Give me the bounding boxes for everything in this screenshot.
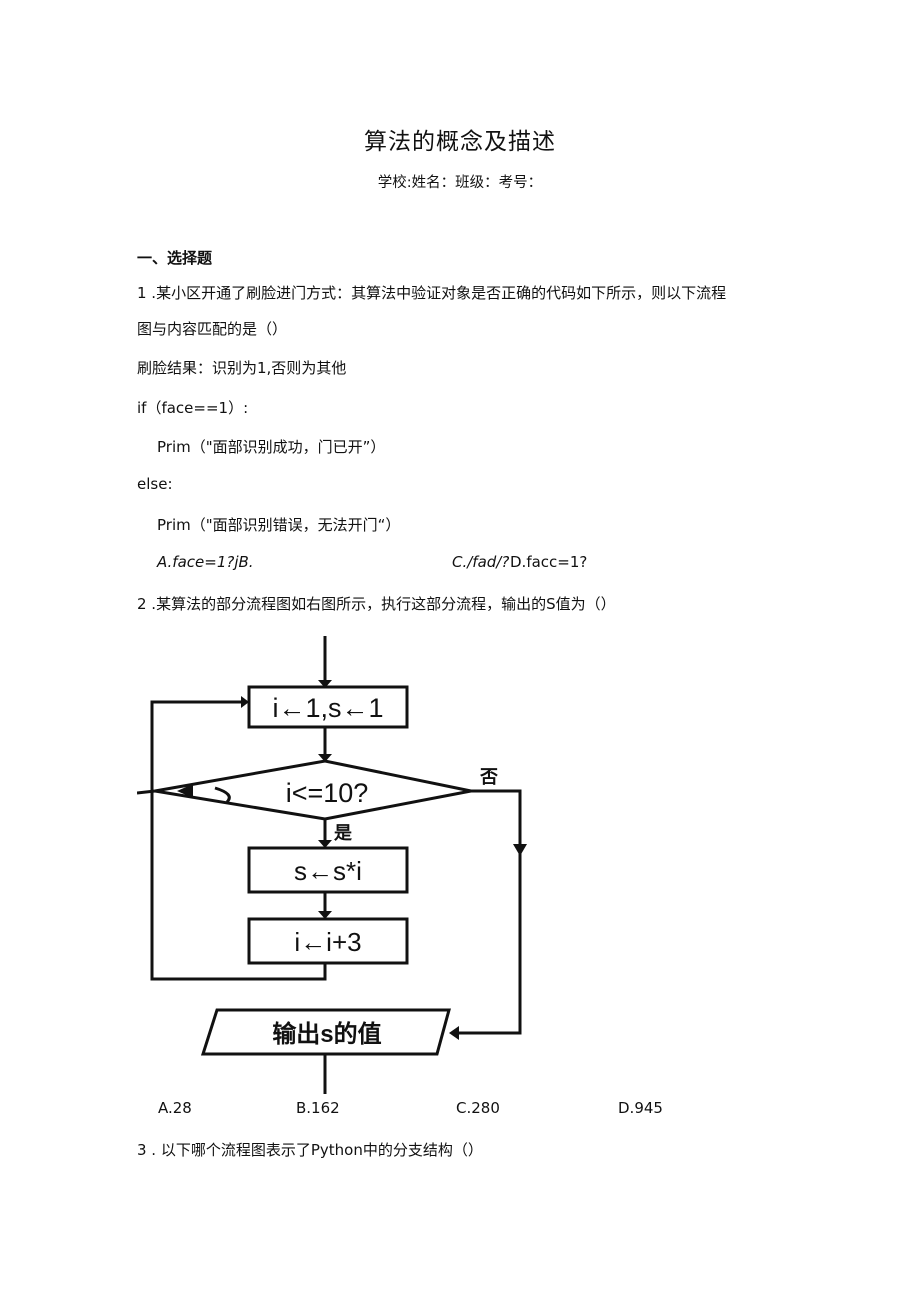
yes-label: 是 (333, 823, 352, 843)
q1-stem-line1: 1 .某小区开通了刷脸进门方式：其算法中验证对象是否正确的代码如下所示，则以下流… (137, 284, 727, 302)
q1-stem-line2: 图与内容匹配的是（） (137, 320, 288, 338)
init-text: i←1,s←1 (272, 693, 383, 723)
yes-arrowhead (318, 840, 332, 848)
student-info-line: 学校:姓名：班级：考号： (377, 175, 543, 191)
condition-text: i<=10? (286, 778, 369, 808)
q2-option-a: A.28 (158, 1099, 192, 1117)
step2-text: i←i+3 (294, 927, 361, 957)
q2-stem: 2 .某算法的部分流程图如右图所示，执行这部分流程，输出的S值为（） (137, 595, 616, 613)
loop-back-line (150, 700, 327, 981)
no-path-line (452, 789, 522, 1035)
loop-back-arrowhead (241, 696, 249, 708)
q1-code-print-error: Prim（"面部识别错误，无法开门“） (157, 516, 401, 534)
page-title: 算法的概念及描述 (364, 129, 556, 155)
step1-box (247, 846, 409, 894)
step-arrowhead (318, 911, 332, 919)
no-path-down-arrowhead (513, 844, 527, 856)
section-title: 一、选择题 (137, 249, 213, 267)
q2-option-d: D.945 (618, 1099, 663, 1117)
q1-code-else: else: (137, 475, 173, 493)
q2-flowchart: i←1,s←1 i<=10? 是 否 s←s*i i←i+3 输出s的值 (137, 636, 527, 1094)
q1-code-if: if（face==1）: (137, 399, 249, 417)
q2-option-b: B.162 (296, 1099, 340, 1117)
q1-code-print-success: Prim（"面部识别成功，门已开”） (157, 438, 386, 456)
entry-arrowhead (318, 680, 332, 688)
q2-option-c: C.280 (456, 1099, 500, 1117)
step2-box (247, 917, 409, 965)
loop-return-arc (214, 786, 231, 804)
q1-option-c: C./fad/? (452, 553, 510, 571)
init-box (247, 685, 409, 729)
no-path-arrowhead (449, 1026, 459, 1040)
init-to-decision-arrowhead (318, 754, 332, 762)
output-text: 输出s的值 (272, 1020, 381, 1048)
step1-text: s←s*i (294, 856, 362, 886)
q1-options-ab: A.face=1?jB. (157, 553, 254, 571)
q3-stem: 3 . 以下哪个流程图表示了Python中的分支结构（） (137, 1141, 483, 1159)
left-entry-arrowhead (177, 784, 193, 798)
no-label: 否 (479, 767, 498, 787)
output-parallelogram (200, 1008, 451, 1056)
q1-stem-line3: 刷脸结果：识别为1,否则为其他 (137, 359, 347, 377)
q1-option-d: D.facc=1? (510, 553, 588, 571)
